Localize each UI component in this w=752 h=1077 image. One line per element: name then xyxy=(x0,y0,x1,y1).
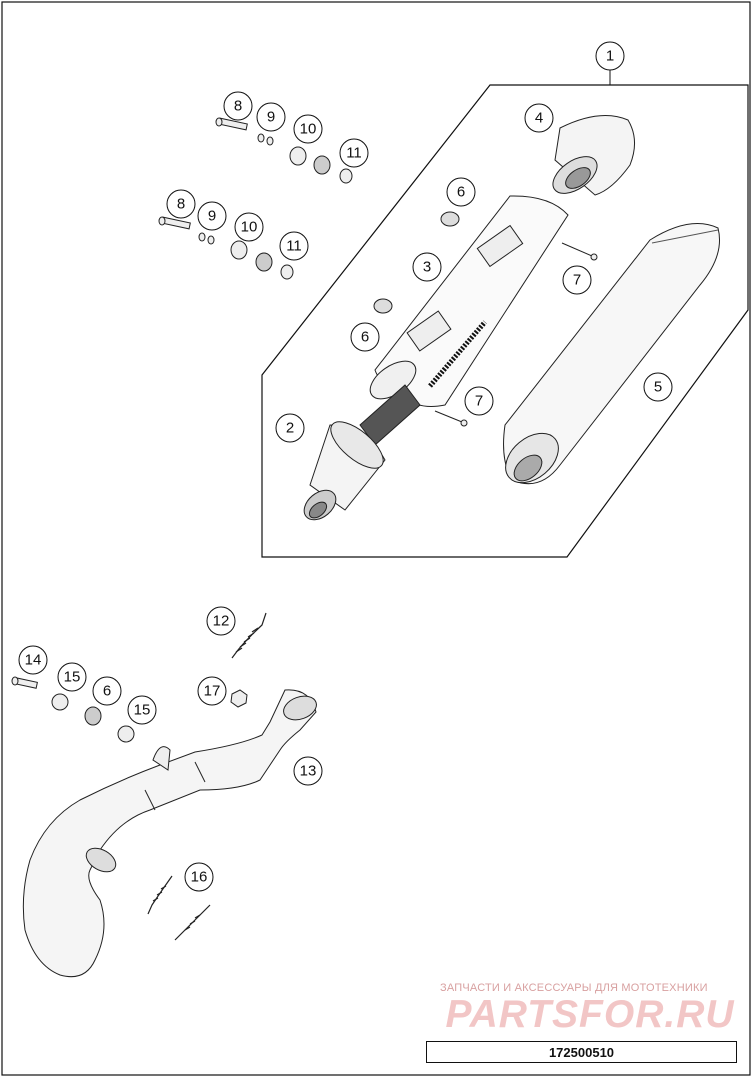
callout-label-2: 2 xyxy=(286,420,294,437)
callout-label-5: 5 xyxy=(654,379,662,396)
end-cap-part xyxy=(552,115,635,196)
muffler-body-part xyxy=(369,195,569,407)
callout-label-4: 4 xyxy=(535,110,543,127)
callout-label-11b: 11 xyxy=(286,238,302,255)
grommet-part xyxy=(373,211,460,314)
callout-circle-8b xyxy=(166,189,196,219)
callout-label-17: 17 xyxy=(204,683,221,700)
callout-circle-5 xyxy=(643,372,673,402)
spring-part-16 xyxy=(147,875,211,941)
callout-label-10a: 10 xyxy=(300,121,317,138)
callout-circle-3 xyxy=(412,252,442,282)
watermark-brand: PARTSFOR.RU xyxy=(445,993,735,1036)
callout-label-1: 1 xyxy=(606,48,614,65)
watermark-tagline: ЗАПЧАСТИ И АКСЕССУАРЫ ДЛЯ МОТОТЕХНИКИ xyxy=(440,982,708,994)
callout-circle-6a xyxy=(446,177,476,207)
nut-part xyxy=(230,689,248,708)
callout-circle-11a xyxy=(339,138,369,168)
callout-label-16: 16 xyxy=(191,869,208,886)
callout-circle-4 xyxy=(524,103,554,133)
callout-circle-14 xyxy=(18,645,48,675)
callout-label-7a: 7 xyxy=(573,272,581,289)
callout-circle-13 xyxy=(293,756,323,786)
callouts: 1 2 3 4 5 6 6 6 7 7 8 8 9 9 10 10 11 xyxy=(18,41,673,892)
assembly-outline xyxy=(261,84,749,558)
mount-hardware-row-2 xyxy=(158,216,294,280)
callout-circle-12 xyxy=(206,606,236,636)
part-number: 172500510 xyxy=(548,1044,615,1060)
callout-circle-15b xyxy=(127,695,157,725)
callout-label-15a: 15 xyxy=(64,669,81,686)
callout-label-6a: 6 xyxy=(457,184,465,201)
callout-label-8a: 8 xyxy=(234,98,242,115)
callout-circle-11b xyxy=(279,231,309,261)
inlet-cone-part xyxy=(303,421,386,521)
callout-label-11a: 11 xyxy=(346,145,362,162)
part-number-box: 172500510 xyxy=(426,1041,737,1063)
callout-label-12: 12 xyxy=(213,613,230,630)
callout-label-14: 14 xyxy=(25,652,42,669)
callout-label-10b: 10 xyxy=(241,219,258,236)
callout-label-9a: 9 xyxy=(267,109,275,126)
callout-circle-6b xyxy=(350,322,380,352)
callout-circle-8a xyxy=(223,91,253,121)
callout-label-3: 3 xyxy=(423,259,431,276)
callout-circle-6c xyxy=(92,676,122,706)
callout-circle-2 xyxy=(275,413,305,443)
muffler-sleeve-part xyxy=(503,223,721,485)
callout-circle-9a xyxy=(256,102,286,132)
callout-circle-10b xyxy=(234,212,264,242)
callout-circle-7a xyxy=(562,265,592,295)
callout-circle-9b xyxy=(197,201,227,231)
callout-circle-17 xyxy=(197,676,227,706)
callout-circle-1 xyxy=(595,41,625,71)
header-mount-hardware xyxy=(11,676,135,743)
spring-part-12 xyxy=(231,612,267,659)
header-pipe-part xyxy=(22,689,317,978)
callout-label-6c: 6 xyxy=(103,683,111,700)
callout-label-7b: 7 xyxy=(475,393,483,410)
callout-label-15b: 15 xyxy=(134,702,151,719)
callout-circle-15a xyxy=(57,662,87,692)
screw-part xyxy=(434,242,598,427)
callout-circle-7b xyxy=(464,386,494,416)
callout-label-8b: 8 xyxy=(177,196,185,213)
callout-label-9b: 9 xyxy=(208,208,216,225)
callout-circle-10a xyxy=(293,114,323,144)
callout-label-13: 13 xyxy=(300,763,317,780)
mount-hardware-row-1 xyxy=(215,117,353,184)
callout-circle-16 xyxy=(184,862,214,892)
callout-label-6b: 6 xyxy=(361,329,369,346)
